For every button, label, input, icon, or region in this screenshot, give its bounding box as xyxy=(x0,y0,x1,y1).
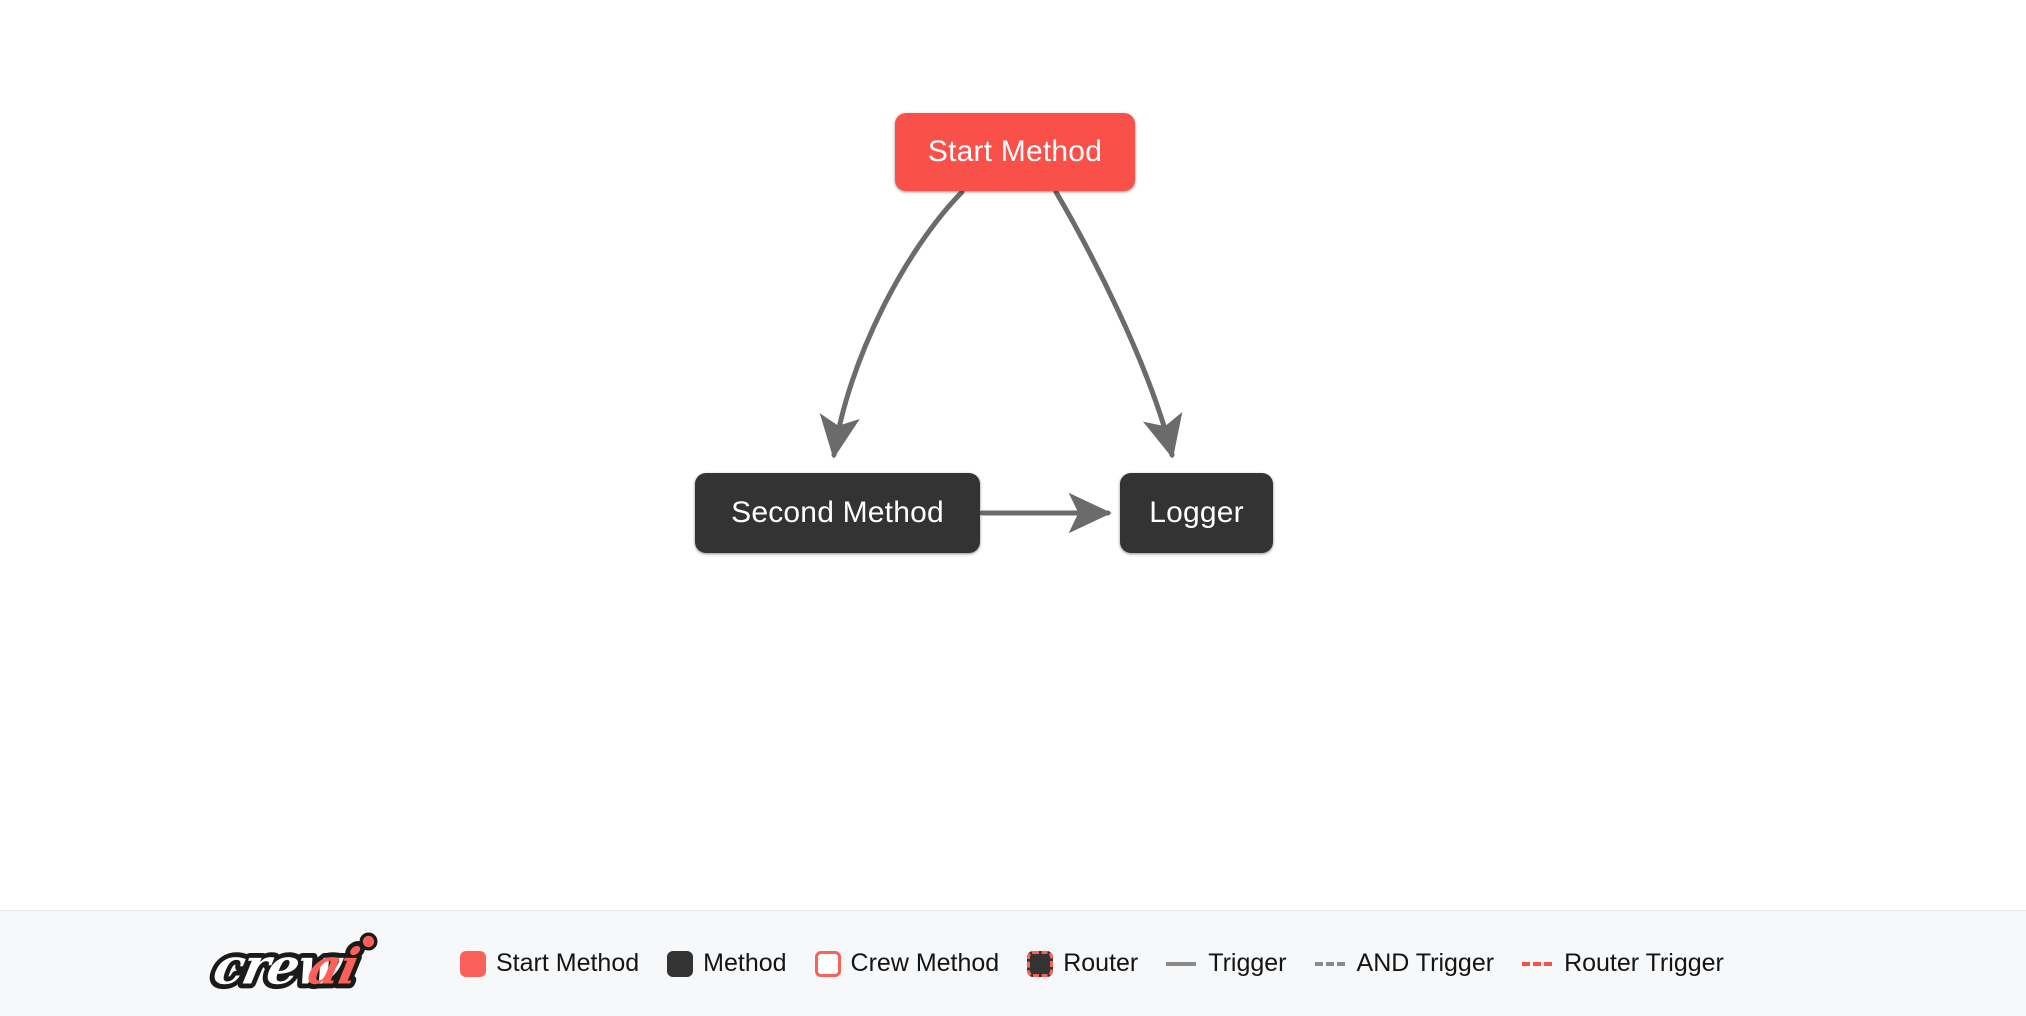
edge-start-to-logger xyxy=(1053,189,1183,459)
svg-text:crew: crew xyxy=(209,937,349,995)
legend-item-router[interactable]: Router xyxy=(1027,949,1139,977)
trigger-line-icon xyxy=(1166,961,1197,966)
node-label: Second Method xyxy=(731,496,944,529)
crewai-logo: crew ai crew ai xyxy=(205,932,378,1000)
start-method-swatch-icon xyxy=(460,950,486,977)
legend-bar: crew ai crew ai Start Method Method Crew… xyxy=(0,910,2026,1016)
legend-item-and-trigger[interactable]: AND Trigger xyxy=(1314,949,1495,977)
legend-label: Trigger xyxy=(1208,949,1287,977)
crew-method-swatch-icon xyxy=(814,950,841,977)
edge-start-to-second xyxy=(819,189,965,459)
legend-item-method[interactable]: Method xyxy=(667,949,787,977)
legend-item-start-method[interactable]: Start Method xyxy=(460,949,640,977)
legend-item-crew-method[interactable]: Crew Method xyxy=(814,949,1000,977)
legend-item-trigger[interactable]: Trigger xyxy=(1166,949,1287,977)
legend-label: AND Trigger xyxy=(1356,949,1495,977)
graph-canvas[interactable]: Start Method Second Method Logger xyxy=(0,0,2026,910)
node-label: Start Method xyxy=(927,135,1103,168)
legend-label: Router xyxy=(1063,949,1139,977)
node-start-method[interactable]: Start Method xyxy=(895,113,1135,191)
legend-label: Crew Method xyxy=(850,949,1000,977)
legend-items: Start Method Method Crew Method Router T… xyxy=(460,949,1724,977)
node-second-method[interactable]: Second Method xyxy=(695,473,980,553)
legend-label: Router Trigger xyxy=(1564,949,1724,977)
legend-label: Start Method xyxy=(496,949,640,977)
router-trigger-line-icon xyxy=(1522,961,1553,966)
node-label: Logger xyxy=(1149,496,1244,529)
method-swatch-icon xyxy=(667,950,694,977)
legend-label: Method xyxy=(703,949,787,977)
router-swatch-icon xyxy=(1027,950,1054,977)
and-trigger-line-icon xyxy=(1314,961,1345,966)
svg-text:crew: crew xyxy=(209,937,349,995)
legend-item-router-trigger[interactable]: Router Trigger xyxy=(1522,951,1724,976)
node-logger[interactable]: Logger xyxy=(1120,473,1273,553)
